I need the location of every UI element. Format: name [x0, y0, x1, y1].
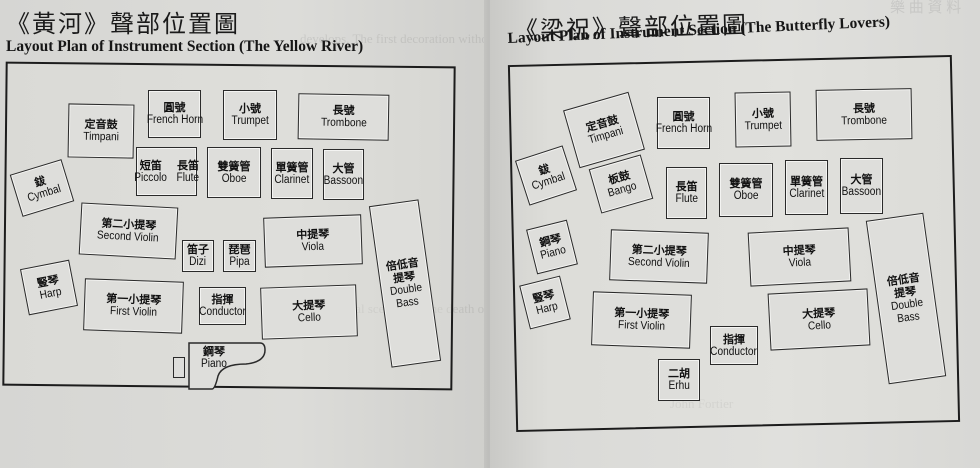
- instrument-french-horn: 圓號 French Horn: [655, 97, 712, 149]
- instrument-piano: 鋼琴 Piano: [201, 345, 227, 370]
- instrument-french-horn: 圓號 French Horn: [146, 90, 203, 138]
- instrument-trombone: 長號 Trombone: [297, 93, 390, 141]
- instrument-harp: 豎琴 Harp: [19, 259, 79, 316]
- instrument-first-violin: 第一小提琴 First Violin: [83, 278, 184, 334]
- instrument-conductor: 指揮 Conductor: [710, 326, 758, 365]
- instrument-flute: 長笛 Flute: [666, 167, 707, 219]
- instrument-trombone: 長號 Trombone: [815, 88, 913, 141]
- instrument-bassoon: 大管 Bassoon: [323, 149, 364, 200]
- instrument-oboe: 雙簧管 Oboe: [207, 147, 261, 198]
- instrument-first-violin: 第一小提琴 First Violin: [591, 291, 692, 349]
- bleed-through-text: 樂 曲 資 料: [890, 0, 962, 16]
- instrument-conductor: 指揮 Conductor: [199, 287, 246, 325]
- grand-piano-shape: [188, 342, 266, 390]
- piano-bench: [173, 357, 185, 378]
- instrument-viola: 中提琴 Viola: [263, 214, 363, 268]
- book-gutter: [484, 0, 494, 468]
- instrument-oboe: 雙簧管 Oboe: [719, 163, 773, 217]
- instrument-second-violin: 第二小提琴 Second Violin: [609, 229, 709, 284]
- bleed-through-text: develops. The first decoration without …: [300, 31, 490, 46]
- instrument-cello: 大提琴 Cello: [260, 284, 358, 340]
- instrument-clarinet: 單簧管 Clarinet: [785, 160, 828, 215]
- instrument-trumpet: 小號 Trumpet: [734, 91, 792, 148]
- right-page-butterfly-lovers: 樂 曲 資 料 John Fortier 《梁祝》聲部位置圖 Layout Pl…: [490, 0, 980, 468]
- instrument-pipa: 琵琶 Pipa: [223, 240, 256, 272]
- page-title-zh: 《黃河》聲部位置圖: [6, 10, 240, 38]
- left-page-yellow-river: develops. The first decoration without ……: [0, 0, 490, 468]
- instrument-erhu: 二胡 Erhu: [658, 359, 700, 401]
- instrument-dizi: 笛子 Dizi: [182, 240, 214, 272]
- instrument-trumpet: 小號 Trumpet: [223, 90, 277, 140]
- instrument-clarinet: 單簧管 Clarinet: [271, 148, 313, 199]
- page-title-en: Layout Plan of Instrument Section (The Y…: [6, 38, 364, 55]
- instrument-timpani: 定音鼓 Timpani: [67, 103, 135, 159]
- instrument-cello: 大提琴 Cello: [767, 288, 871, 351]
- instrument-viola: 中提琴 Viola: [747, 227, 852, 287]
- instrument-bassoon: 大管 Bassoon: [840, 158, 883, 214]
- instrument-second-violin: 第二小提琴 Second Violin: [78, 202, 179, 260]
